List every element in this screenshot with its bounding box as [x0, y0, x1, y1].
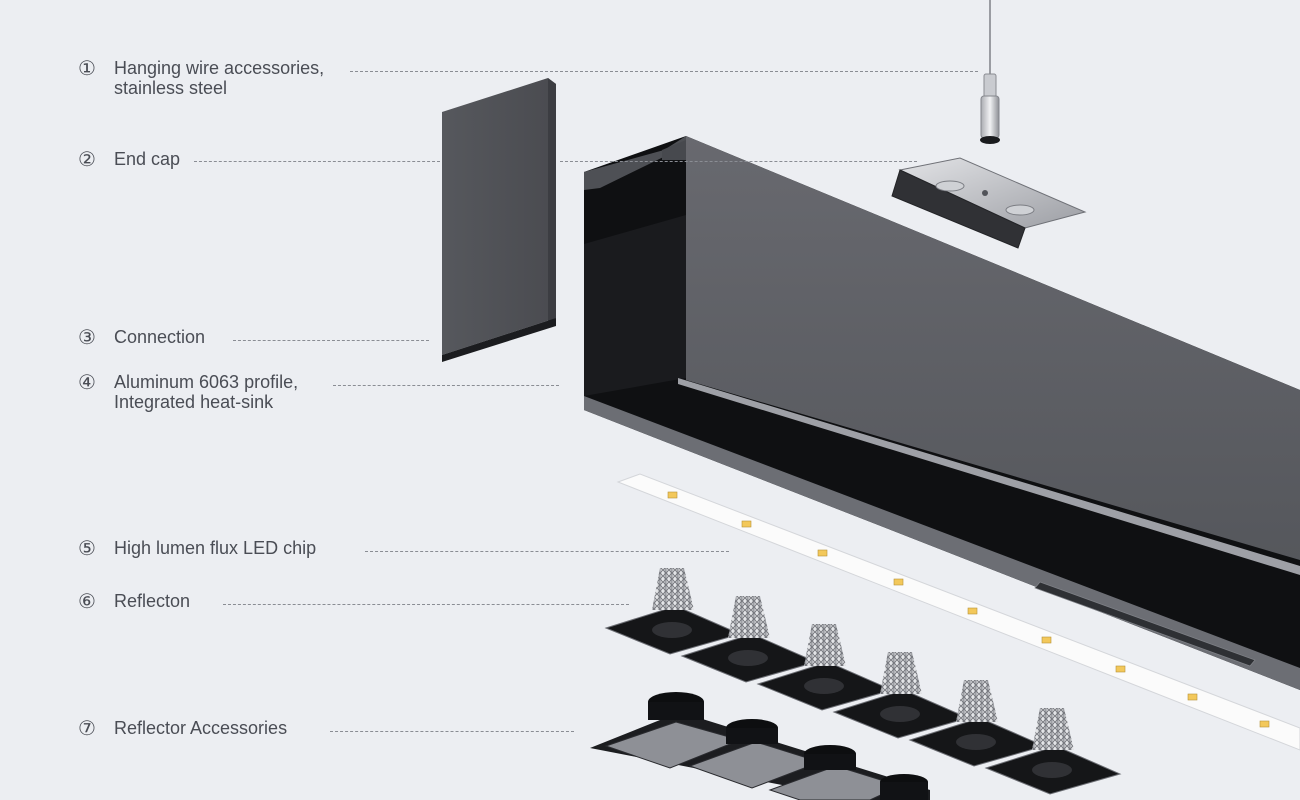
leader-line-2b [560, 161, 917, 162]
end-cap [442, 78, 556, 362]
reflector-accessories [590, 692, 930, 800]
callout-text-line2: stainless steel [114, 78, 228, 98]
callout-connection: ③ Connection [78, 327, 205, 347]
leader-line-2a [194, 161, 440, 162]
callout-number: ⑥ [78, 589, 96, 613]
callout-hanging-wire: ① Hanging wire accessories, stainless st… [78, 58, 324, 98]
callout-text-line1: Aluminum 6063 profile, [114, 372, 299, 392]
callout-end-cap: ② End cap [78, 149, 180, 169]
callout-number: ③ [78, 325, 96, 349]
callout-text-line1: Reflecton [114, 591, 191, 611]
callout-text-line1: End cap [114, 149, 181, 169]
callout-text-line1: High lumen flux LED chip [114, 538, 317, 558]
connection-bracket [891, 157, 1087, 249]
callout-reflector-accessories: ⑦ Reflector Accessories [78, 718, 287, 738]
callout-text-line2: Integrated heat-sink [114, 392, 274, 412]
callout-led-chip: ⑤ High lumen flux LED chip [78, 538, 316, 558]
callout-text-line1: Connection [114, 327, 206, 347]
callout-text-line1: Hanging wire accessories, [114, 58, 325, 78]
led-strip [616, 473, 1300, 751]
leader-line-1 [350, 71, 978, 72]
callout-number: ② [78, 147, 96, 171]
leader-line-5 [365, 551, 729, 552]
leader-line-6 [223, 604, 629, 605]
reflector-modules [604, 568, 1122, 795]
leader-line-3 [233, 340, 429, 341]
callout-aluminum-profile: ④ Aluminum 6063 profile, Integrated heat… [78, 372, 298, 412]
callout-reflector: ⑥ Reflecton [78, 591, 190, 611]
callout-number: ④ [78, 370, 96, 394]
callout-number: ⑦ [78, 716, 96, 740]
callout-text-line1: Reflector Accessories [114, 718, 288, 738]
leader-line-7 [330, 731, 574, 732]
aluminum-profile [584, 136, 1300, 690]
callout-number: ⑤ [78, 536, 96, 560]
leader-line-4 [333, 385, 559, 386]
callout-number: ① [78, 56, 96, 80]
hanging-wire [980, 0, 1000, 144]
